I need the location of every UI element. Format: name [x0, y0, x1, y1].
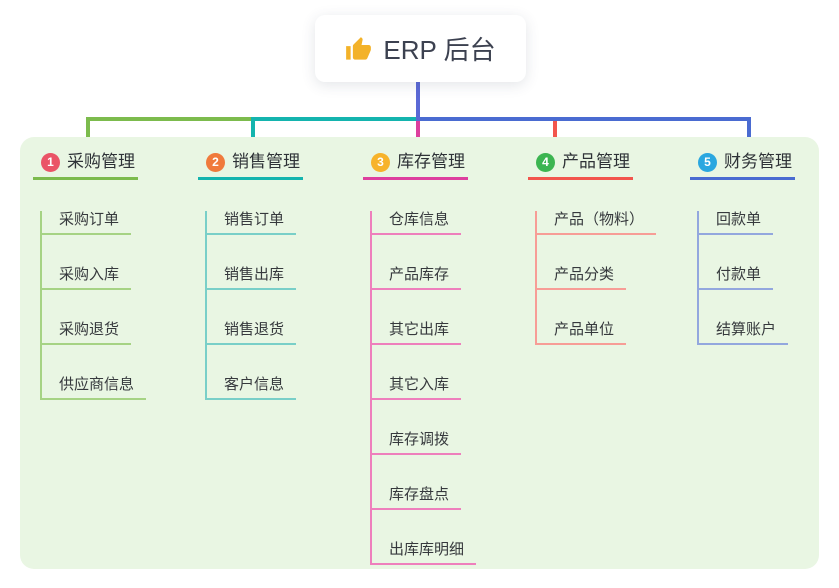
branch-2: 2 销售管理销售订单销售出库销售退货客户信息	[198, 150, 303, 400]
thumbs-up-icon	[345, 36, 372, 63]
mindmap-item[interactable]: 结算账户	[699, 321, 789, 345]
mindmap-item[interactable]: 回款单	[699, 211, 774, 235]
branch-items: 产品（物料） 产品分类产品单位	[535, 211, 657, 345]
mindmap-item[interactable]: 采购入库	[42, 266, 132, 290]
connector-drop-2	[251, 117, 255, 147]
connector-drop-1	[86, 117, 90, 147]
mindmap-item[interactable]: 仓库信息	[372, 211, 462, 235]
branch-head[interactable]: 2 销售管理	[198, 150, 303, 180]
branch-number-badge: 5	[698, 152, 717, 172]
mindmap-item[interactable]: 产品单位	[537, 321, 627, 345]
branch-4: 4 产品管理产品（物料） 产品分类产品单位	[528, 150, 657, 345]
mindmap-item[interactable]: 其它入库	[372, 376, 462, 400]
mindmap-item[interactable]: 采购退货	[42, 321, 132, 345]
connector-root-stem	[416, 82, 420, 121]
mindmap-item[interactable]: 产品分类	[537, 266, 627, 290]
mindmap-item[interactable]: 采购订单	[42, 211, 132, 235]
mindmap-canvas: 1 采购管理采购订单采购入库采购退货供应商信息 2 销售管理销售订单销售出库销售退货客…	[20, 137, 819, 569]
branch-head[interactable]: 3 库存管理	[363, 150, 468, 180]
mindmap-item[interactable]: 付款单	[699, 266, 774, 290]
mindmap-item[interactable]: 销售订单	[207, 211, 297, 235]
branch-label: 销售管理	[232, 152, 300, 171]
branch-items: 回款单付款单结算账户	[697, 211, 795, 345]
branch-items: 销售订单销售出库销售退货客户信息	[205, 211, 303, 400]
branch-number-badge: 4	[536, 152, 555, 172]
mindmap-item[interactable]: 出库库明细	[372, 541, 477, 565]
branch-items: 采购订单采购入库采购退货供应商信息	[40, 211, 147, 400]
branch-number-badge: 3	[371, 152, 390, 172]
mindmap-item[interactable]: 供应商信息	[42, 376, 147, 400]
branch-label: 产品管理	[562, 152, 630, 171]
mindmap-item[interactable]: 其它出库	[372, 321, 462, 345]
branch-head[interactable]: 5 财务管理	[690, 150, 795, 180]
mindmap-item[interactable]: 销售出库	[207, 266, 297, 290]
mindmap-item[interactable]: 库存盘点	[372, 486, 462, 510]
mindmap-item[interactable]: 客户信息	[207, 376, 297, 400]
branch-1: 1 采购管理采购订单采购入库采购退货供应商信息	[33, 150, 147, 400]
connector-drop-5	[747, 117, 751, 147]
branch-label: 采购管理	[67, 152, 135, 171]
branch-5: 5 财务管理回款单付款单结算账户	[690, 150, 795, 345]
connector-branch-2	[251, 117, 420, 121]
branch-3: 3 库存管理仓库信息产品库存其它出库其它入库库存调拨库存盘点出库库明细	[363, 150, 477, 565]
root-title: ERP 后台	[383, 35, 496, 65]
branch-head[interactable]: 4 产品管理	[528, 150, 633, 180]
branch-number-badge: 2	[206, 152, 225, 172]
branch-number-badge: 1	[41, 152, 60, 172]
connector-drop-4	[553, 121, 557, 147]
branch-label: 库存管理	[397, 152, 465, 171]
branch-head[interactable]: 1 采购管理	[33, 150, 138, 180]
branch-items: 仓库信息产品库存其它出库其它入库库存调拨库存盘点出库库明细	[370, 211, 477, 565]
mindmap-item[interactable]: 销售退货	[207, 321, 297, 345]
mindmap-item[interactable]: 库存调拨	[372, 431, 462, 455]
root-node[interactable]: ERP 后台	[315, 15, 526, 82]
mindmap-item[interactable]: 产品（物料）	[537, 211, 657, 235]
branch-label: 财务管理	[724, 152, 792, 171]
connector-branch-5	[418, 117, 751, 121]
connector-drop-3	[416, 121, 420, 147]
mindmap-item[interactable]: 产品库存	[372, 266, 462, 290]
